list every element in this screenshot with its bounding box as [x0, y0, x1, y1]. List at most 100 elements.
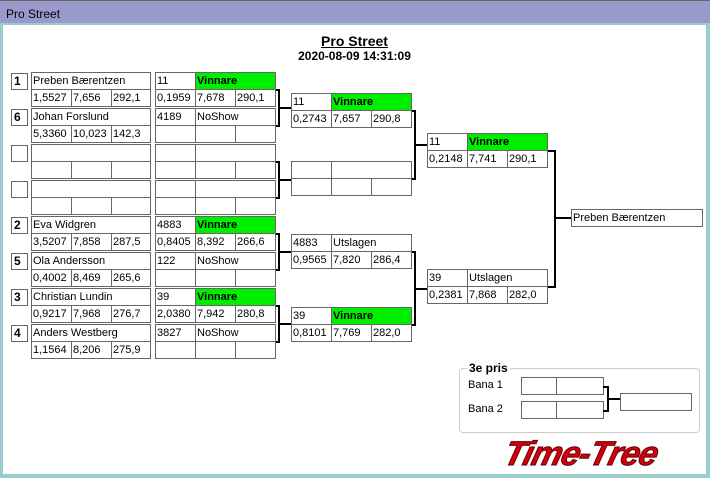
result-time-cell[interactable]	[235, 341, 276, 359]
racer-name-cell[interactable]: Christian Lundin	[31, 288, 151, 306]
result-time-cell[interactable]	[235, 161, 276, 179]
racer-stat-cell[interactable]: 3,5207	[31, 233, 72, 251]
status-cell[interactable]: Vinnare	[331, 307, 412, 325]
result-time-cell[interactable]	[371, 178, 412, 196]
result-time-cell[interactable]: 7,769	[331, 324, 372, 342]
lane-number-cell[interactable]: 11	[155, 72, 196, 90]
lane-number-cell[interactable]: 39	[427, 269, 468, 287]
result-time-cell[interactable]	[155, 125, 196, 143]
racer-stat-cell[interactable]: 8,469	[71, 269, 112, 287]
result-time-cell[interactable]	[235, 125, 276, 143]
result-time-cell[interactable]	[235, 197, 276, 215]
result-time-cell[interactable]	[155, 269, 196, 287]
lane-number-cell[interactable]	[155, 180, 196, 198]
result-time-cell[interactable]: 2,0380	[155, 305, 196, 323]
lane-number-cell[interactable]: 3827	[155, 324, 196, 342]
racer-stat-cell[interactable]: 142,3	[111, 125, 151, 143]
result-time-cell[interactable]	[155, 197, 196, 215]
result-time-cell[interactable]: 0,8101	[291, 324, 332, 342]
racer-stat-cell[interactable]	[71, 197, 112, 215]
racer-stat-cell[interactable]: 0,4002	[31, 269, 72, 287]
result-time-cell[interactable]: 7,657	[331, 110, 372, 128]
racer-stat-cell[interactable]: 8,206	[71, 341, 112, 359]
result-time-cell[interactable]: 7,678	[195, 89, 236, 107]
result-time-cell[interactable]: 290,1	[235, 89, 276, 107]
racer-stat-cell[interactable]: 1,5527	[31, 89, 72, 107]
racer-name-cell[interactable]: Preben Bærentzen	[31, 72, 151, 90]
racer-name-cell[interactable]	[31, 180, 151, 198]
result-time-cell[interactable]: 280,8	[235, 305, 276, 323]
winner-cell[interactable]: Preben Bærentzen	[571, 209, 703, 227]
result-time-cell[interactable]: 0,2743	[291, 110, 332, 128]
racer-stat-cell[interactable]: 0,9217	[31, 305, 72, 323]
racer-stat-cell[interactable]: 287,5	[111, 233, 151, 251]
racer-name-cell[interactable]: Johan Forslund	[31, 108, 151, 126]
result-time-cell[interactable]	[331, 178, 372, 196]
racer-stat-cell[interactable]: 7,858	[71, 233, 112, 251]
lane-number-cell[interactable]: 11	[427, 133, 468, 151]
lane-number-cell[interactable]: 4189	[155, 108, 196, 126]
result-time-cell[interactable]: 290,8	[371, 110, 412, 128]
racer-stat-cell[interactable]: 292,1	[111, 89, 151, 107]
racer-stat-cell[interactable]	[31, 161, 72, 179]
result-time-cell[interactable]: 7,820	[331, 251, 372, 269]
racer-stat-cell[interactable]: 275,9	[111, 341, 151, 359]
result-time-cell[interactable]: 286,4	[371, 251, 412, 269]
result-time-cell[interactable]	[195, 341, 236, 359]
result-time-cell[interactable]	[291, 178, 332, 196]
third-place-lane1-cell[interactable]	[521, 377, 557, 395]
status-cell[interactable]: Vinnare	[331, 93, 412, 111]
status-cell[interactable]	[195, 144, 276, 162]
status-cell[interactable]: Vinnare	[195, 288, 276, 306]
result-time-cell[interactable]	[195, 125, 236, 143]
racer-stat-cell[interactable]: 10,023	[71, 125, 112, 143]
racer-stat-cell[interactable]	[71, 161, 112, 179]
racer-stat-cell[interactable]: 276,7	[111, 305, 151, 323]
racer-name-cell[interactable]: Eva Widgren	[31, 216, 151, 234]
status-cell[interactable]: Utslagen	[467, 269, 548, 287]
lane-number-cell[interactable]: 122	[155, 252, 196, 270]
lane-number-cell[interactable]: 4883	[291, 234, 332, 252]
racer-stat-cell[interactable]: 1,1564	[31, 341, 72, 359]
racer-stat-cell[interactable]: 7,968	[71, 305, 112, 323]
result-time-cell[interactable]: 0,2148	[427, 150, 468, 168]
result-time-cell[interactable]: 0,9565	[291, 251, 332, 269]
result-time-cell[interactable]	[195, 161, 236, 179]
third-place-result-cell[interactable]	[620, 393, 692, 411]
status-cell[interactable]: Vinnare	[195, 72, 276, 90]
result-time-cell[interactable]	[195, 269, 236, 287]
racer-stat-cell[interactable]	[111, 161, 151, 179]
result-time-cell[interactable]: 8,392	[195, 233, 236, 251]
result-time-cell[interactable]: 0,2381	[427, 286, 468, 304]
racer-name-cell[interactable]: Anders Westberg	[31, 324, 151, 342]
lane-number-cell[interactable]	[291, 161, 332, 179]
racer-name-cell[interactable]: Ola Andersson	[31, 252, 151, 270]
result-time-cell[interactable]: 7,942	[195, 305, 236, 323]
result-time-cell[interactable]	[235, 269, 276, 287]
racer-stat-cell[interactable]: 5,3360	[31, 125, 72, 143]
result-time-cell[interactable]: 0,1959	[155, 89, 196, 107]
result-time-cell[interactable]: 266,6	[235, 233, 276, 251]
status-cell[interactable]: NoShow	[195, 324, 276, 342]
status-cell[interactable]: Vinnare	[195, 216, 276, 234]
racer-stat-cell[interactable]: 7,656	[71, 89, 112, 107]
lane-number-cell[interactable]: 39	[291, 307, 332, 325]
racer-stat-cell[interactable]	[31, 197, 72, 215]
status-cell[interactable]: NoShow	[195, 108, 276, 126]
third-place-lane2-cell[interactable]	[556, 401, 604, 419]
result-time-cell[interactable]: 282,0	[371, 324, 412, 342]
result-time-cell[interactable]: 7,868	[467, 286, 508, 304]
third-place-lane1-cell[interactable]	[556, 377, 604, 395]
lane-number-cell[interactable]: 4883	[155, 216, 196, 234]
result-time-cell[interactable]: 282,0	[507, 286, 548, 304]
racer-name-cell[interactable]	[31, 144, 151, 162]
result-time-cell[interactable]	[155, 341, 196, 359]
result-time-cell[interactable]: 0,8405	[155, 233, 196, 251]
result-time-cell[interactable]: 7,741	[467, 150, 508, 168]
racer-stat-cell[interactable]: 265,6	[111, 269, 151, 287]
status-cell[interactable]	[195, 180, 276, 198]
result-time-cell[interactable]	[155, 161, 196, 179]
racer-stat-cell[interactable]	[111, 197, 151, 215]
third-place-lane2-cell[interactable]	[521, 401, 557, 419]
result-time-cell[interactable]: 290,1	[507, 150, 548, 168]
